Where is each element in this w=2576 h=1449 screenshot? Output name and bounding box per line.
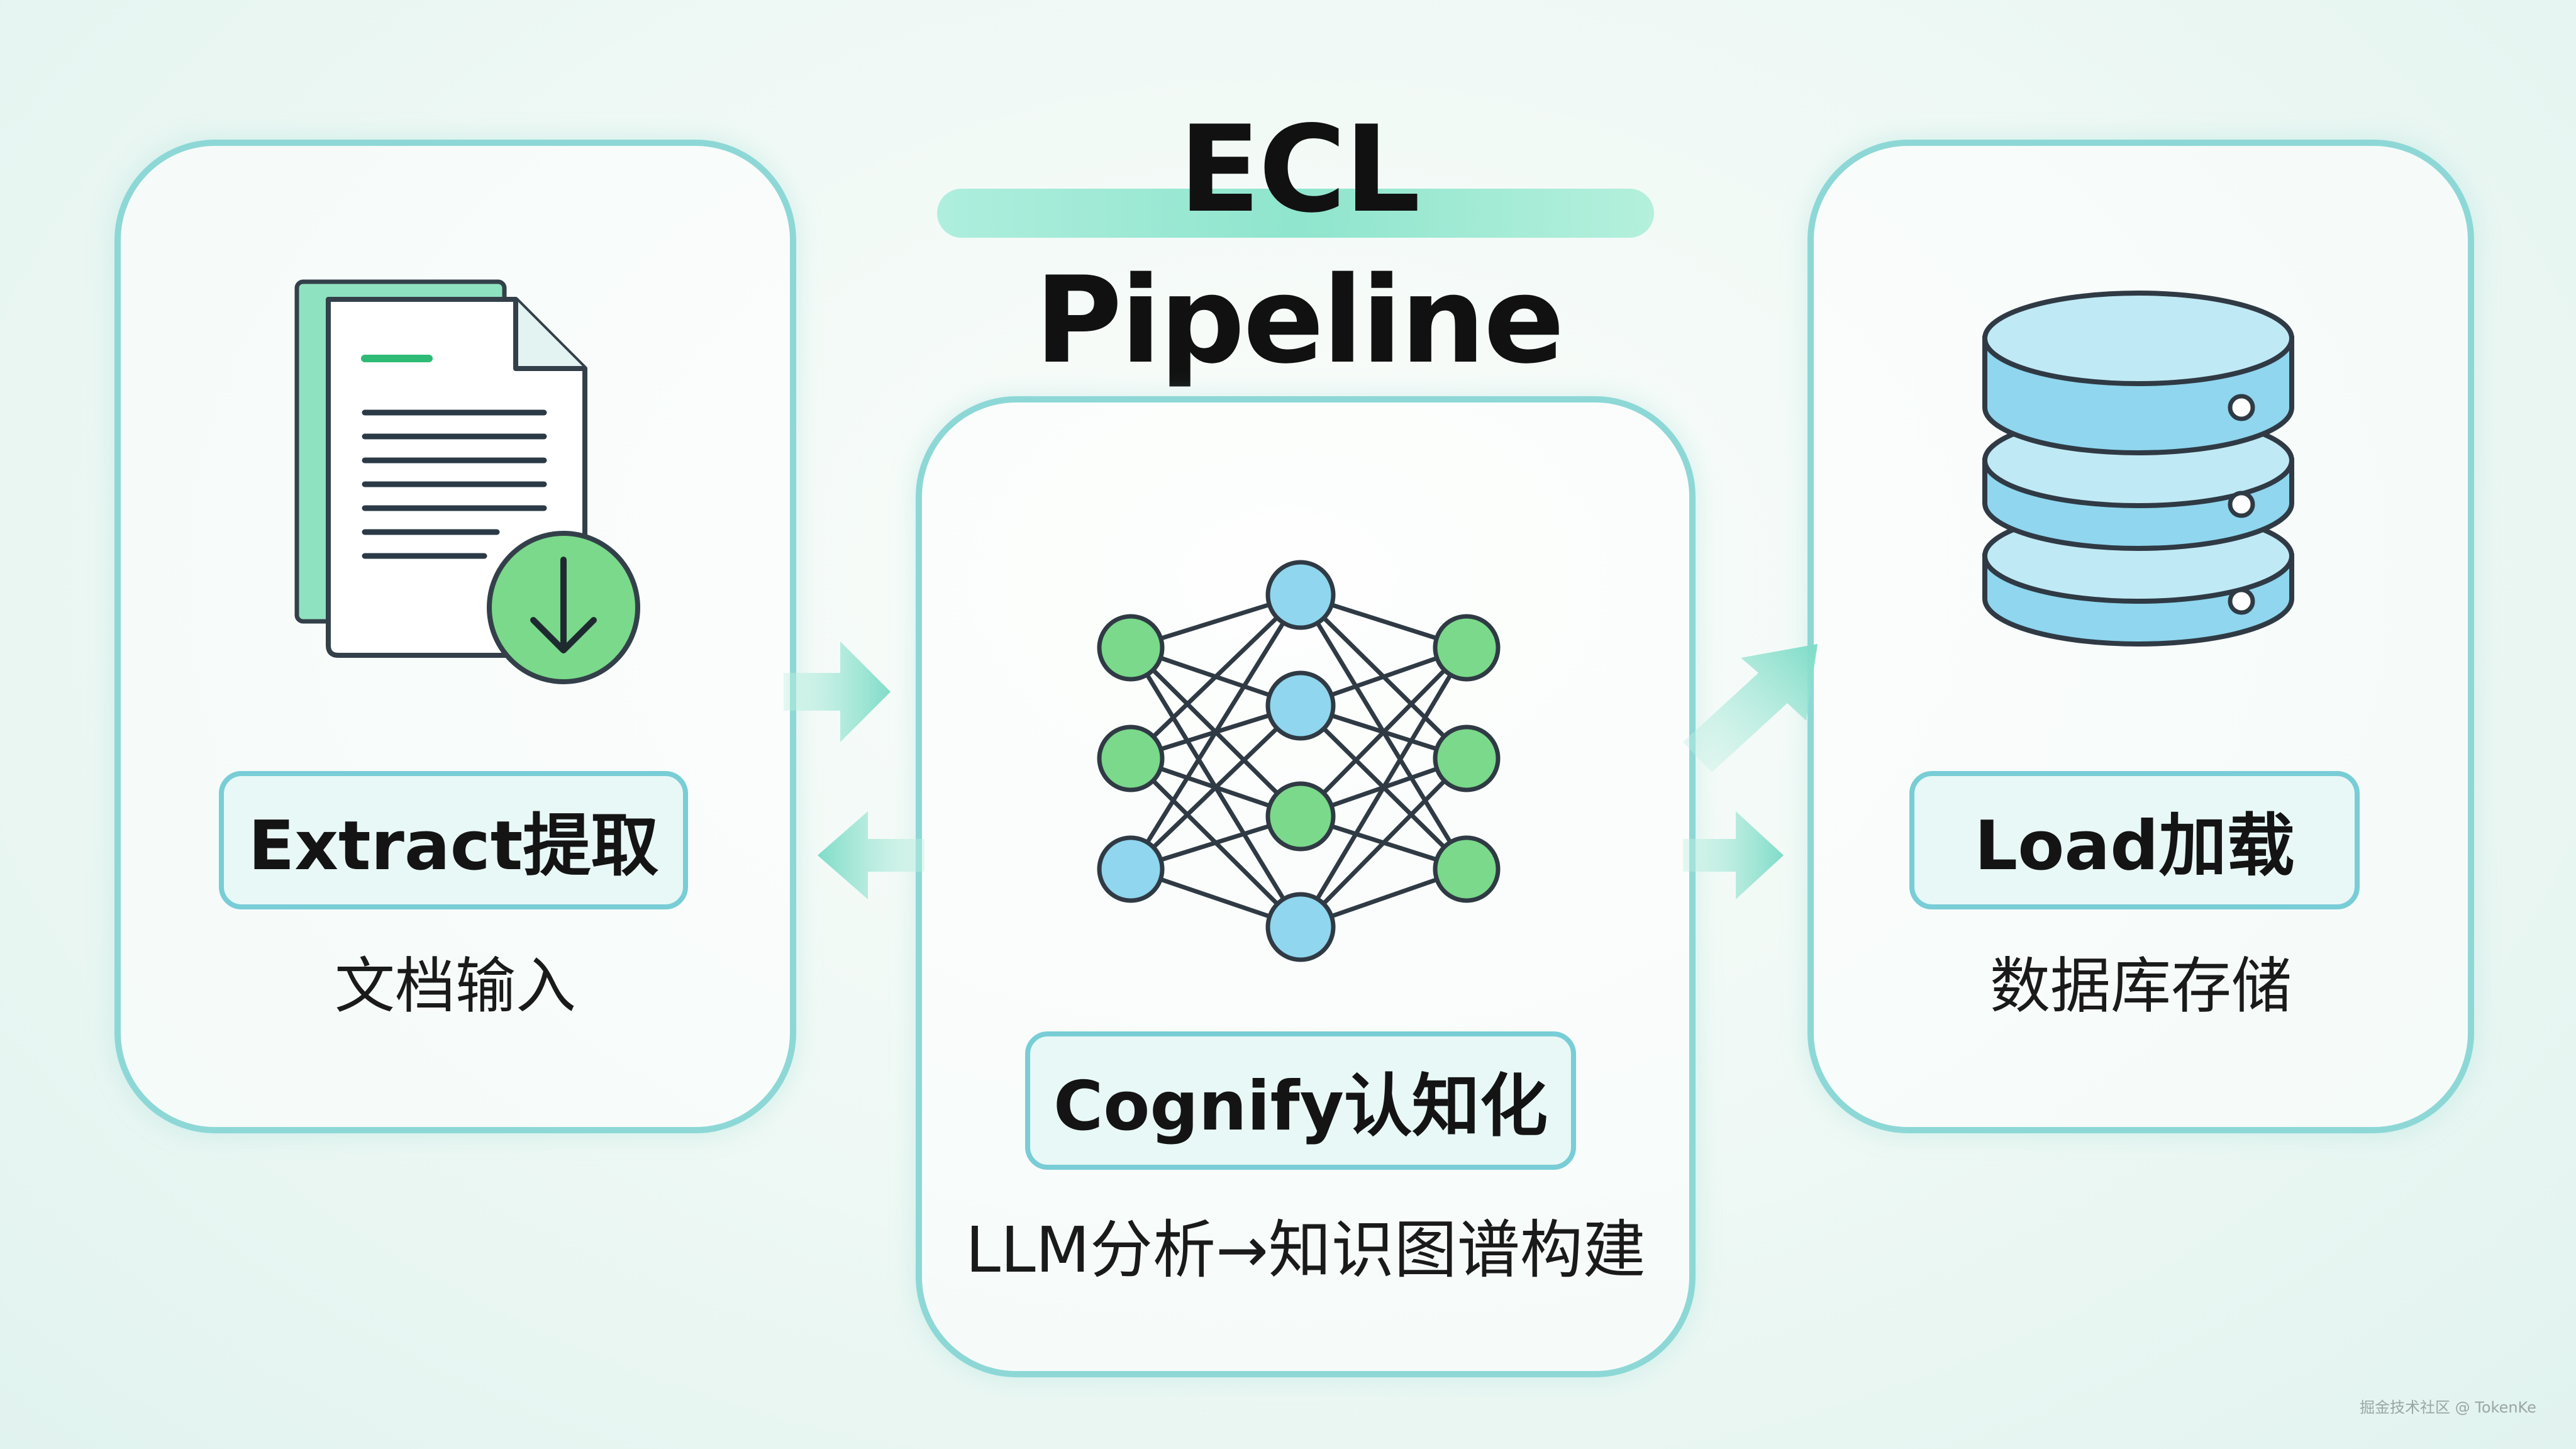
network-node (1097, 614, 1165, 682)
watermark: 掘金技术社区 @ TokenKe (2360, 1399, 2536, 1416)
network-node (1097, 724, 1165, 792)
neural-network-icon (1097, 560, 1501, 962)
extract-description: 文档输入 (335, 951, 576, 1021)
load-description: 数据库存储 (1990, 951, 2292, 1021)
arrow-cognify-to-load-diagonal (1683, 644, 1818, 772)
network-node (1265, 892, 1336, 962)
cognify-label: Cognify认知化 (1025, 1031, 1576, 1170)
document-download-icon (294, 279, 640, 684)
download-badge-icon (487, 531, 640, 684)
network-node (1097, 835, 1165, 903)
title-highlight (937, 189, 1654, 238)
network-node (1433, 724, 1501, 792)
network-node (1433, 835, 1501, 903)
title-area: ECL Pipeline (937, 94, 1660, 390)
page-title: ECL Pipeline (1035, 100, 1565, 390)
network-node (1265, 670, 1336, 741)
arrow-cognify-to-extract (818, 811, 924, 899)
network-node (1265, 781, 1336, 852)
extract-label: Extract提取 (219, 771, 688, 909)
arrow-cognify-to-load (1683, 811, 1784, 899)
network-node (1433, 614, 1501, 682)
cognify-stage-panel (916, 396, 1696, 1377)
cognify-description: LLM分析→知识图谱构建 (965, 1213, 1646, 1287)
load-label: Load加载 (1909, 771, 2360, 909)
database-icon (1982, 291, 2294, 647)
arrow-extract-to-cognify (784, 641, 891, 742)
network-node (1265, 560, 1336, 630)
